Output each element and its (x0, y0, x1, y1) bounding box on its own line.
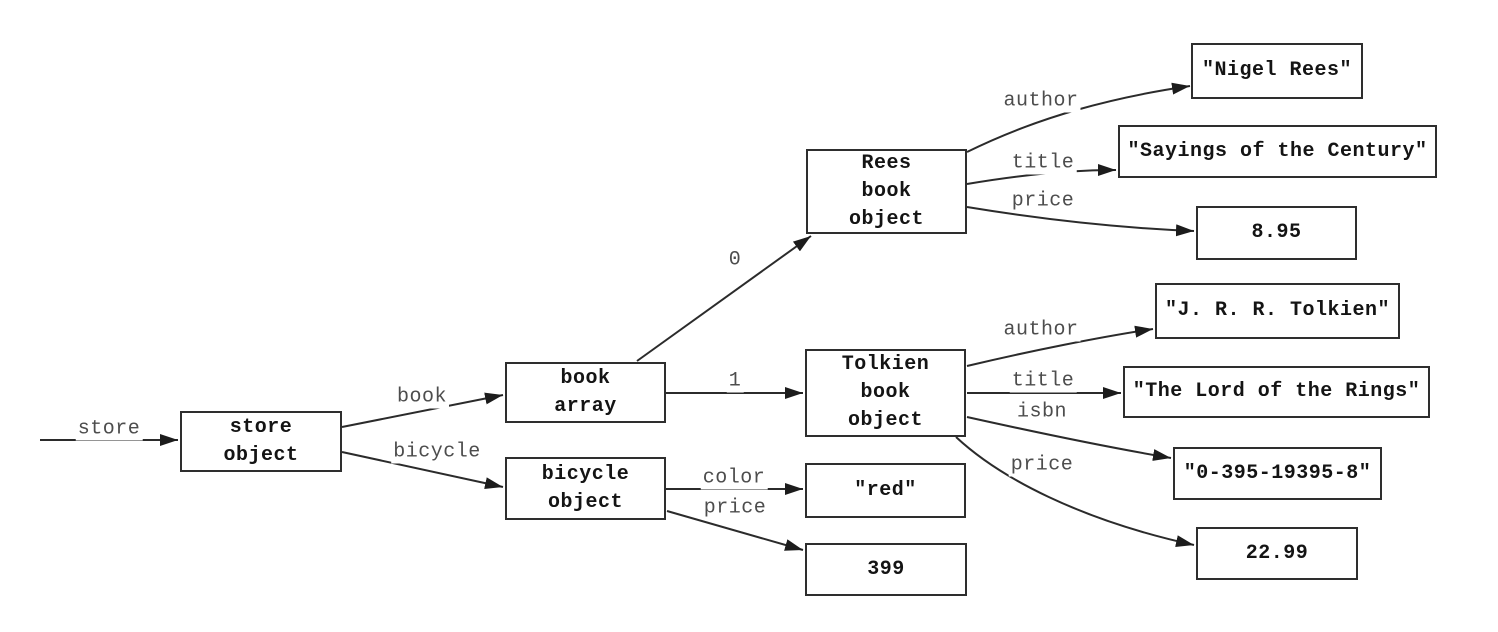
node-rees-book-object: Rees book object (806, 149, 967, 234)
edge-label-tolkien-price: price (1008, 453, 1076, 477)
edge-label-rees-author: author (1001, 89, 1081, 113)
edge-label-book: book (394, 385, 450, 409)
edge-label-rees-title: title (1009, 151, 1077, 175)
edge-label-bicycle: bicycle (391, 440, 483, 464)
edge-label-index-0: 0 (726, 248, 744, 272)
edge-bookarray-rees (636, 235, 812, 362)
node-tolkien-isbn-value: "0-395-19395-8" (1173, 447, 1382, 500)
node-rees-price-value: 8.95 (1196, 206, 1357, 260)
node-bicycle-color-value: "red" (805, 463, 966, 518)
edge-store-bicycle (341, 451, 504, 490)
edge-label-tolkien-isbn: isbn (1014, 400, 1070, 424)
edge-tolkien-isbn (966, 416, 1172, 461)
edge-store-book (341, 392, 504, 428)
node-tolkien-author-value: "J. R. R. Tolkien" (1155, 283, 1400, 339)
node-book-array: book array (505, 362, 666, 423)
edge-bicycle-price (666, 510, 804, 551)
edge-label-tolkien-title: title (1009, 369, 1077, 393)
edge-label-tolkien-author: author (1001, 318, 1081, 342)
node-rees-title-value: "Sayings of the Century" (1118, 125, 1437, 178)
edge-tolkien-price (955, 436, 1195, 548)
edge-rees-price (966, 206, 1195, 237)
edge-tolkien-author (966, 325, 1154, 367)
edge-label-rees-price: price (1009, 189, 1077, 213)
edge-label-store: store (75, 417, 143, 441)
node-tolkien-price-value: 22.99 (1196, 527, 1358, 580)
edge-label-bicycle-price: price (701, 496, 769, 520)
node-tolkien-title-value: "The Lord of the Rings" (1123, 366, 1430, 418)
node-tolkien-book-object: Tolkien book object (805, 349, 966, 437)
node-rees-author-value: "Nigel Rees" (1191, 43, 1363, 99)
edge-label-bicycle-color: color (700, 466, 768, 490)
node-store-object: store object (180, 411, 342, 472)
edge-label-index-1: 1 (726, 369, 744, 393)
node-bicycle-price-value: 399 (805, 543, 967, 596)
node-bicycle-object: bicycle object (505, 457, 666, 520)
